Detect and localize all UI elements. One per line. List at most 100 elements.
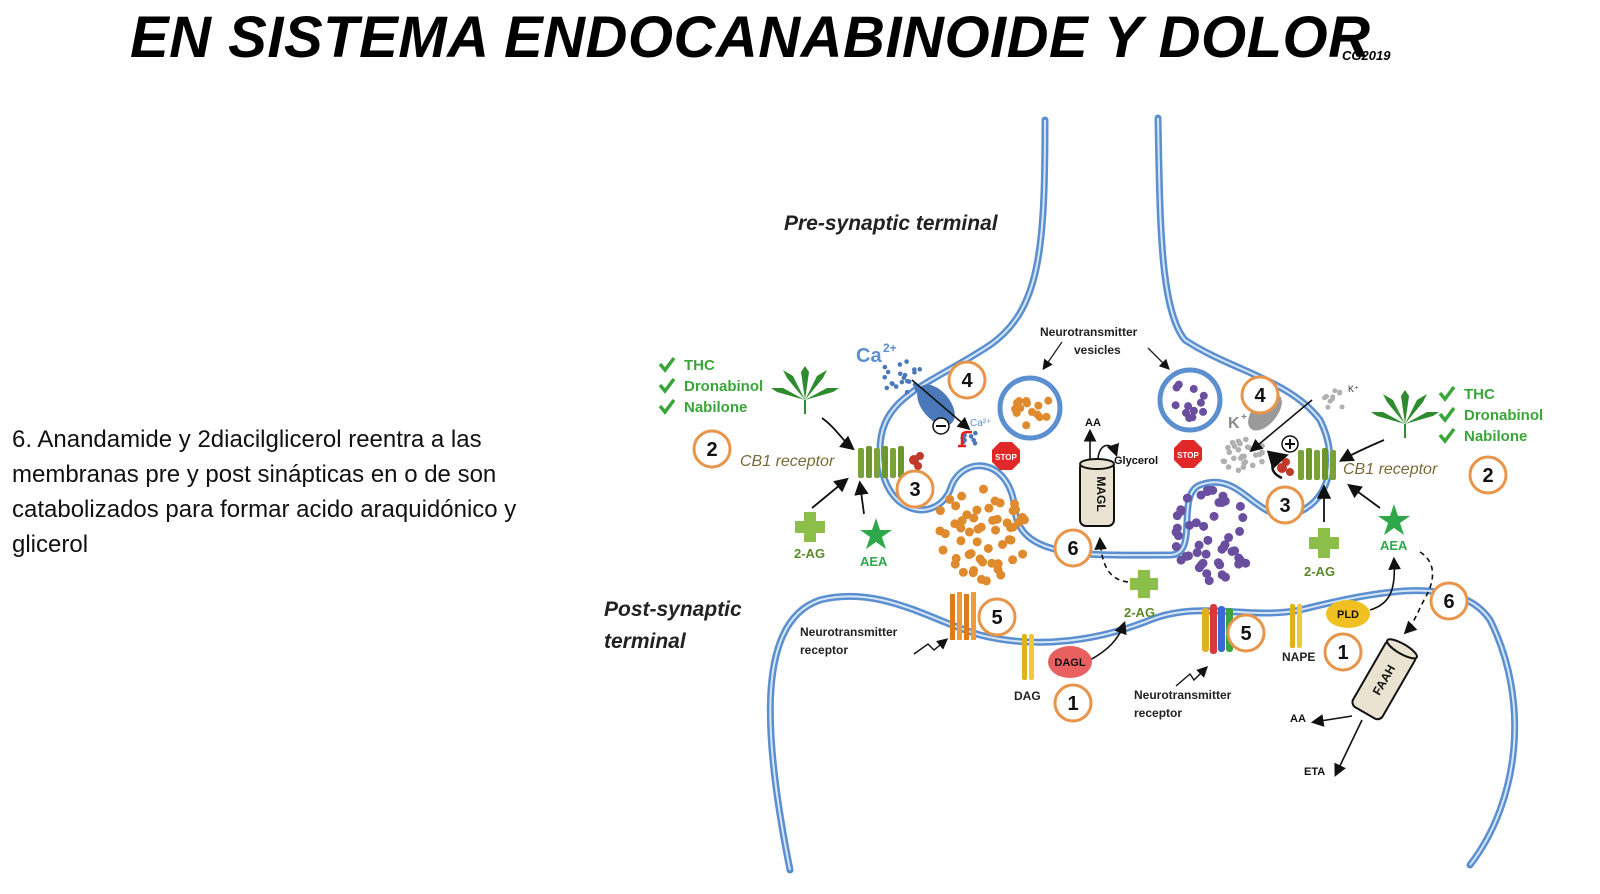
molecule-dot — [935, 506, 945, 516]
molecule-dot — [1028, 408, 1037, 417]
calcium-channel-icon — [917, 384, 955, 426]
molecule-dot — [1227, 547, 1237, 557]
pld-enzyme-icon — [1326, 600, 1370, 628]
step-badge-4-label: 4 — [1254, 385, 1266, 407]
molecule-dot — [956, 536, 966, 546]
molecule-dot — [1009, 499, 1019, 509]
step-badge-4-label: 4 — [961, 370, 973, 392]
molecule-dot — [1019, 515, 1029, 525]
molecule-dot — [1225, 444, 1231, 451]
step-badge-6 — [1429, 581, 1469, 621]
faah-enzyme-icon: FAAH — [1351, 638, 1418, 721]
molecule-dot — [1182, 493, 1192, 503]
molecule-dot — [972, 441, 978, 446]
molecule-dot — [1209, 511, 1219, 521]
molecule-dot — [1042, 412, 1051, 421]
molecule-dot — [983, 543, 993, 553]
step-badge-5 — [977, 597, 1017, 637]
nt-receptor-left-label-line1: Neurotransmitter — [800, 625, 898, 639]
step-badge-2-label: 2 — [1482, 465, 1493, 487]
step-badge-3-label: 3 — [1279, 495, 1290, 517]
molecule-dot — [1235, 501, 1245, 511]
molecule-dot — [1022, 396, 1031, 405]
molecule-dot — [1034, 401, 1043, 410]
drug-right-2: Nabilone — [1464, 428, 1527, 445]
aa-label-faah: AA — [1290, 713, 1306, 725]
molecule-dot — [1191, 518, 1201, 528]
molecule-dot — [945, 494, 955, 504]
nt-receptor-right-label-line2: receptor — [1134, 706, 1182, 720]
molecule-dot — [973, 430, 978, 436]
molecule-dot — [968, 434, 974, 439]
molecule-dot — [1252, 452, 1259, 458]
checkmark-icon — [658, 356, 676, 373]
molecule-dot — [885, 369, 891, 375]
cb1-receptor-right-icon — [1277, 448, 1336, 480]
molecule-dot — [1192, 548, 1202, 558]
molecule-dot — [969, 513, 979, 523]
drug-left-0: THC — [684, 357, 715, 374]
calcium-charge-label: 2+ — [883, 341, 897, 355]
potassium-small-label: K⁺ — [1348, 384, 1359, 394]
neurotransmitter-receptor-left-icon — [950, 592, 976, 640]
step-badge-6 — [1053, 528, 1093, 568]
molecule-dot — [912, 370, 917, 375]
pld-label: PLD — [1337, 609, 1359, 621]
molecule-dot — [1204, 576, 1214, 586]
molecule-dot — [987, 558, 997, 568]
molecule-dot — [1225, 464, 1232, 470]
slide-credit: CG2019 — [1342, 48, 1391, 63]
svg-text:MAGL: MAGL — [1094, 476, 1108, 511]
drug-left-2: Nabilone — [684, 399, 747, 416]
molecule-dot — [1231, 443, 1238, 449]
molecule-dot — [1235, 446, 1242, 453]
molecule-dot — [1184, 402, 1193, 411]
aea-left-label: AEA — [860, 554, 888, 569]
molecule-dot — [884, 385, 890, 391]
molecule-dot — [1171, 542, 1181, 552]
molecule-dot — [992, 514, 1002, 524]
molecule-dot — [1221, 572, 1231, 582]
potassium-ion-label: K — [1228, 415, 1240, 432]
molecule-dot — [1196, 490, 1206, 500]
molecule-dot — [1171, 401, 1180, 410]
molecule-dot — [1221, 458, 1228, 465]
molecule-dot — [957, 491, 967, 501]
checkmark-icon — [1438, 406, 1456, 423]
molecule-dot — [968, 568, 978, 578]
molecule-dot — [1240, 464, 1247, 470]
cannabis-leaf-left-icon — [771, 366, 839, 414]
two-ag-post-label: 2-AG — [1124, 605, 1155, 620]
aea-right-icon — [1378, 504, 1410, 535]
molecule-dot — [1202, 569, 1212, 579]
molecule-dot — [1035, 413, 1044, 422]
two-ag-post-icon — [1130, 570, 1158, 598]
molecule-dot — [904, 359, 909, 364]
two-ag-left-icon — [795, 512, 825, 542]
molecule-dot — [1322, 395, 1328, 401]
step-badge-1-label: 1 — [1067, 693, 1078, 715]
molecule-dot — [1008, 522, 1018, 532]
step-badge-1 — [1323, 632, 1363, 672]
slide-body-text: 6. Anandamide y 2diacilglicerol reentra … — [12, 426, 517, 558]
molecule-dot — [991, 525, 1001, 535]
drug-left-1: Dronabinol — [684, 378, 763, 395]
molecule-dot — [1172, 511, 1182, 521]
step-badge-5-label: 5 — [1240, 623, 1251, 645]
slide-title: EN SISTEMA ENDOCANABINOIDE Y DOLOR — [130, 5, 1371, 70]
dagl-label: DAGL — [1054, 657, 1085, 669]
molecule-dot — [1238, 513, 1248, 523]
released-orange-neurotransmitter — [935, 484, 1029, 586]
molecule-dot — [1235, 555, 1245, 565]
svg-text:STOP: STOP — [995, 453, 1017, 462]
cb1-receptor-left-icon — [858, 446, 924, 478]
molecule-dot — [1199, 407, 1208, 416]
molecule-dot — [975, 554, 985, 564]
dag-label: DAG — [1014, 689, 1041, 703]
molecule-dot — [1237, 440, 1243, 447]
molecule-dot — [1199, 521, 1209, 531]
checkmark-icon — [1438, 385, 1456, 402]
molecule-dot — [950, 559, 960, 569]
molecule-dot — [1199, 391, 1208, 400]
